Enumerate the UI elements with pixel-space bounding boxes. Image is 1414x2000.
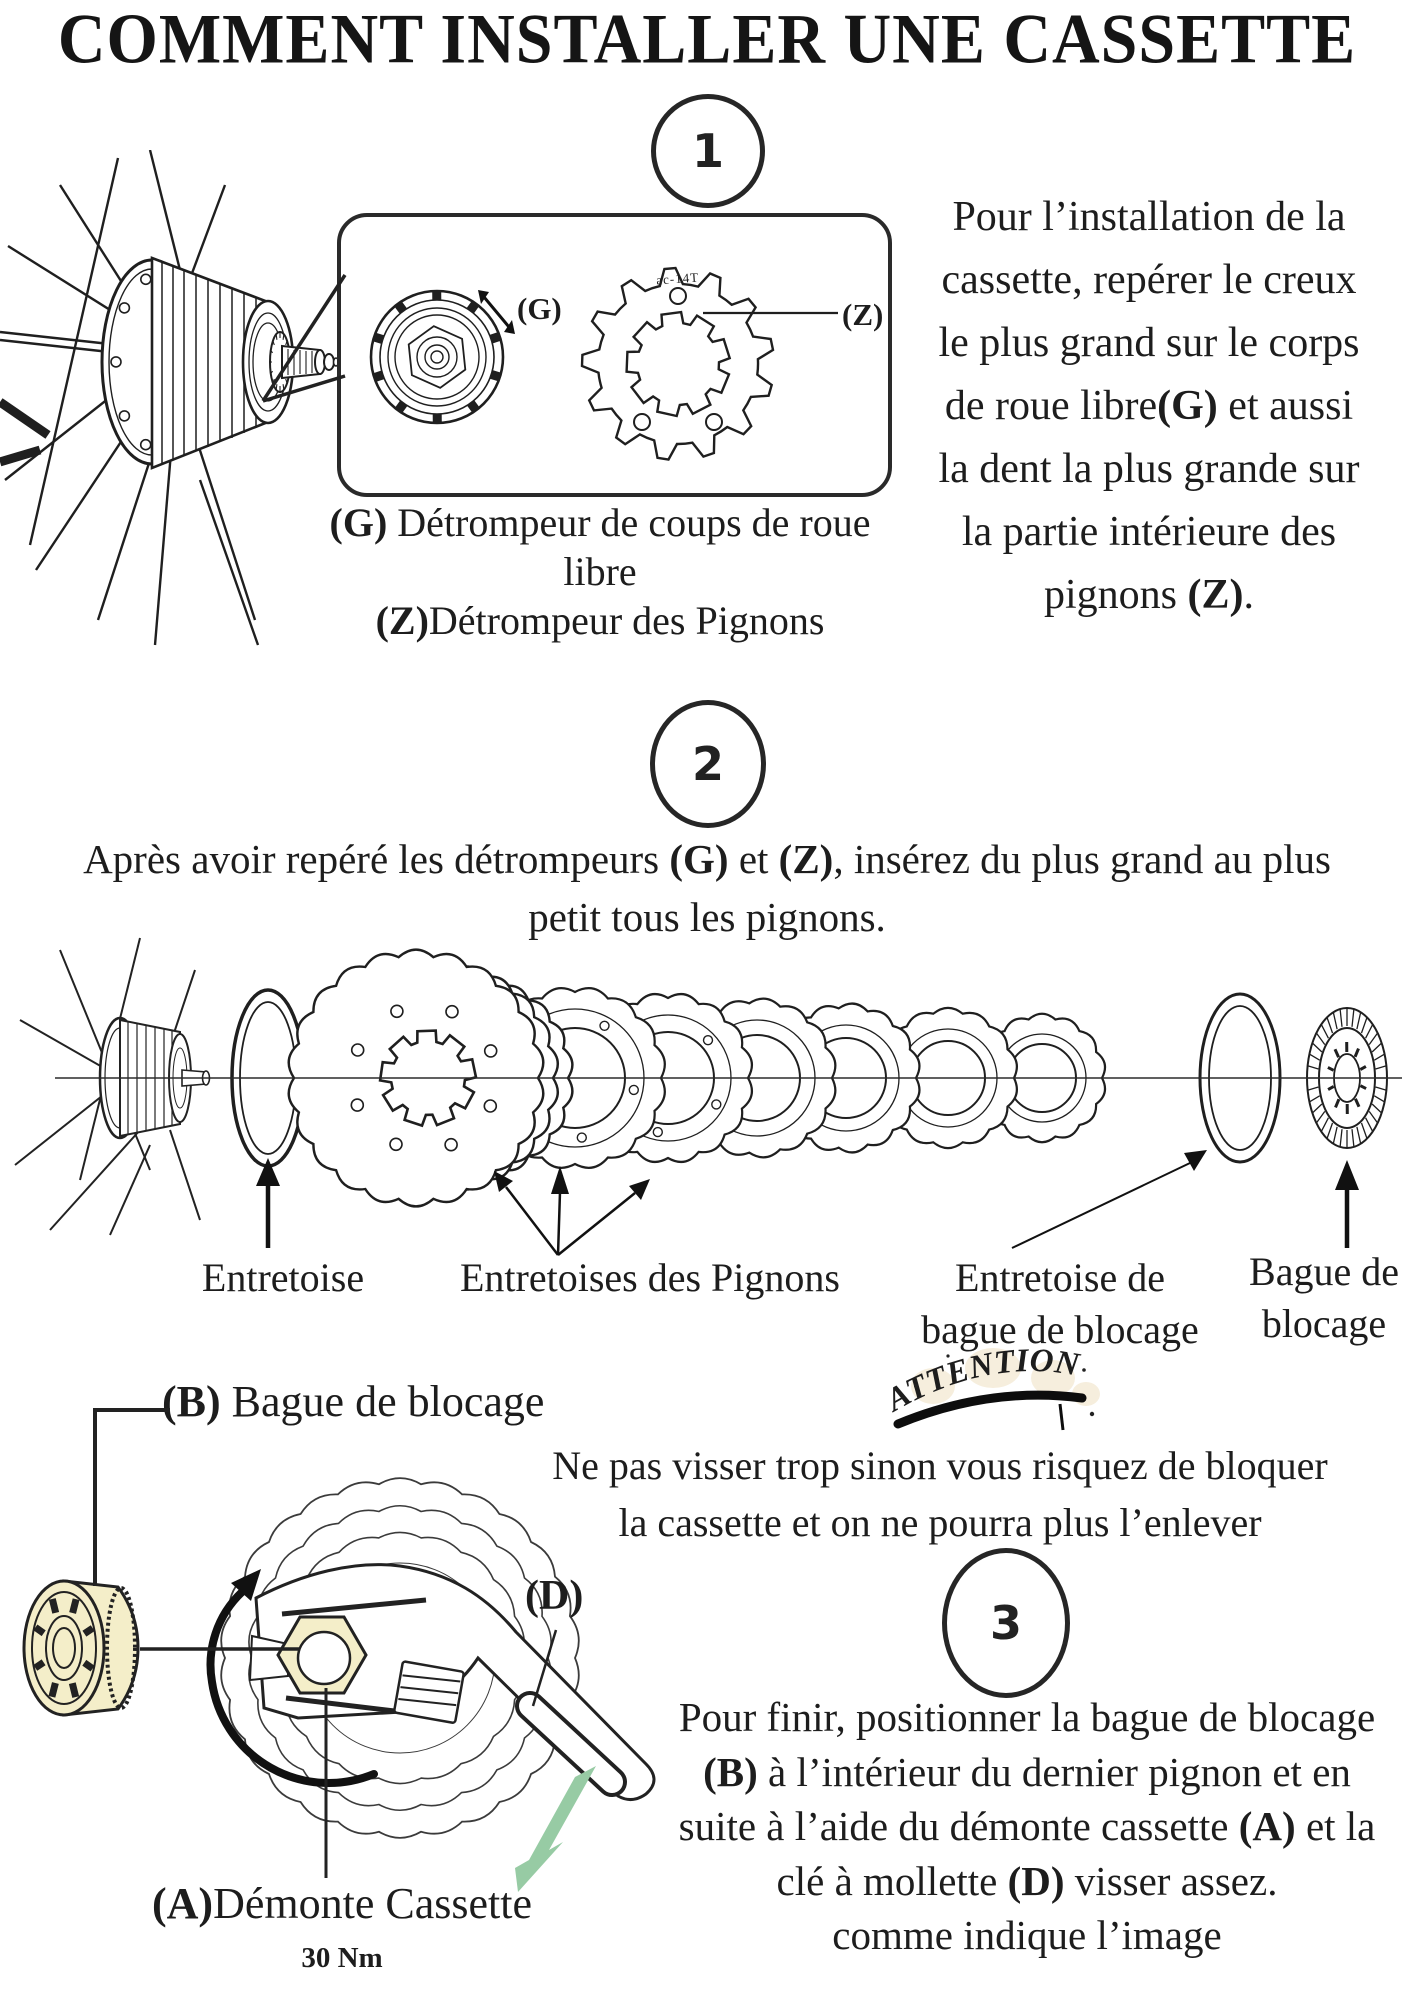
paint-speckles bbox=[914, 1354, 1095, 1417]
spray-blobs bbox=[911, 1348, 1100, 1406]
rotation-arrow bbox=[206, 1569, 378, 1787]
label-g: (G) bbox=[517, 291, 562, 326]
label-a-tool: (A)Démonte Cassette bbox=[151, 1879, 532, 1928]
step-3-badge: 3 bbox=[942, 1548, 1070, 1698]
step-3-paragraph: Pour finir, positionner la bague de bloc… bbox=[678, 1694, 1376, 1958]
label-sprocket-spacers: Entretoises des Pignons bbox=[460, 1255, 840, 1300]
cassette-tool-nut bbox=[276, 1615, 368, 1695]
freehub-end-view bbox=[369, 289, 505, 425]
jaw-mouth bbox=[248, 1634, 289, 1682]
page-title: COMMENT INSTALLER UNE CASSETTE bbox=[57, 0, 1357, 79]
label-b-lockring: (B) Bague de blocage bbox=[162, 1377, 545, 1426]
step-2-badge: 2 bbox=[650, 700, 766, 828]
warning-text: Ne pas visser trop sinon vous risquez de… bbox=[552, 1443, 1328, 1545]
pointer-arrows bbox=[256, 1150, 1359, 1256]
sprocket-marking: ac-14T bbox=[656, 270, 700, 288]
axle-and-locknut bbox=[269, 331, 340, 393]
worm-screw bbox=[393, 1660, 465, 1724]
graffiti-swoosh bbox=[893, 1390, 1087, 1429]
label-spacer: Entretoise bbox=[201, 1255, 365, 1300]
exploded-hub bbox=[14, 937, 211, 1236]
exploded-cassette-diagram bbox=[14, 937, 1402, 1256]
label-d-wrench: (D) bbox=[525, 1573, 584, 1619]
lockring-3d bbox=[22, 1579, 140, 1717]
inset-panel: (G) ac-14T (Z) bbox=[337, 213, 892, 497]
lockring-tightening-illustration bbox=[22, 1477, 656, 1839]
sprocket-end-view bbox=[580, 266, 775, 461]
g-measure-arrow bbox=[478, 290, 515, 334]
adjustable-wrench bbox=[248, 1563, 656, 1801]
torque-value: 30 Nm bbox=[301, 1942, 383, 1974]
step-1-badge: 1 bbox=[651, 94, 765, 208]
paint-drip bbox=[1058, 1403, 1065, 1431]
attention-graffiti: ATTENTION bbox=[888, 1343, 1100, 1431]
inset-panel-figure: (G) ac-14T (Z) bbox=[369, 266, 883, 461]
step-2-intro: Après avoir repéré les détrompeurs (G) e… bbox=[83, 836, 1331, 940]
spokes bbox=[0, 150, 260, 646]
label-z: (Z) bbox=[842, 297, 883, 332]
